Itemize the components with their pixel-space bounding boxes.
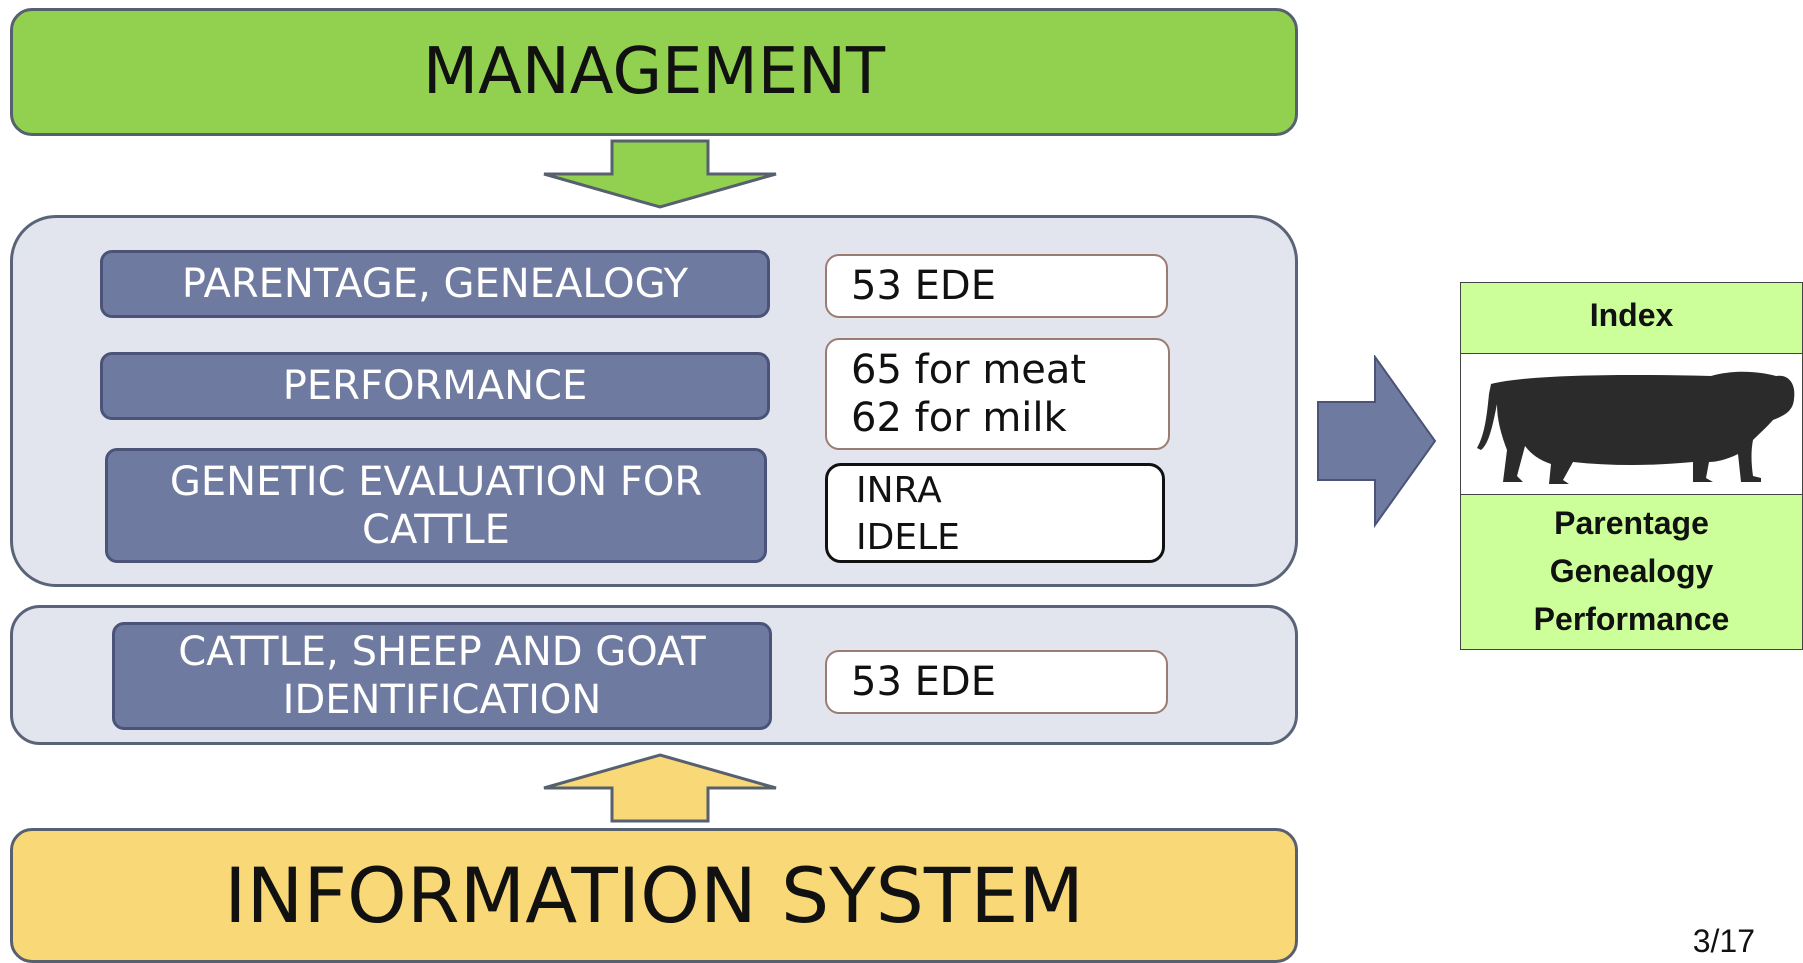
cattle-icon — [1477, 371, 1795, 484]
management-label: MANAGEMENT — [422, 35, 886, 109]
performance-value-box: 65 for meat 62 for milk — [825, 338, 1170, 450]
identification-label-line1: CATTLE, SHEEP AND GOAT — [178, 629, 706, 675]
performance-box: PERFORMANCE — [100, 352, 770, 420]
index-criteria-parentage: Parentage — [1554, 505, 1709, 541]
performance-label: PERFORMANCE — [282, 363, 588, 409]
genetic-evaluation-value-inra: INRA — [856, 470, 942, 511]
parentage-value-box: 53 EDE — [825, 254, 1168, 318]
identification-box: CATTLE, SHEEP AND GOAT IDENTIFICATION — [112, 622, 772, 730]
identification-value-box: 53 EDE — [825, 650, 1168, 714]
genetic-evaluation-value-idele: IDELE — [856, 516, 960, 558]
information-system-label: INFORMATION SYSTEM — [224, 851, 1084, 940]
identification-value: 53 EDE — [851, 659, 996, 705]
index-card-title: Index — [1460, 282, 1803, 354]
up-arrow-icon — [543, 753, 777, 823]
identification-label-line2: IDENTIFICATION — [282, 677, 602, 723]
index-card-image — [1460, 354, 1803, 494]
performance-value-meat: 65 for meat — [851, 347, 1087, 393]
right-arrow-icon — [1317, 355, 1437, 529]
index-card: Index Parentage Genealogy Performance — [1460, 282, 1803, 652]
parentage-genealogy-box: PARENTAGE, GENEALOGY — [100, 250, 770, 318]
genetic-evaluation-label-line1: GENETIC EVALUATION FOR — [169, 458, 703, 505]
index-criteria-genealogy: Genealogy — [1549, 553, 1714, 589]
management-box: MANAGEMENT — [10, 8, 1298, 136]
parentage-value: 53 EDE — [851, 263, 996, 309]
performance-value-milk: 62 for milk — [851, 395, 1067, 441]
parentage-genealogy-label: PARENTAGE, GENEALOGY — [181, 261, 689, 307]
index-card-criteria: Parentage Genealogy Performance — [1460, 494, 1803, 650]
index-criteria-performance: Performance — [1533, 601, 1730, 637]
genetic-evaluation-value-box: INRA IDELE — [825, 463, 1165, 563]
genetic-evaluation-box: GENETIC EVALUATION FOR CATTLE — [105, 448, 767, 563]
information-system-box: INFORMATION SYSTEM — [10, 828, 1298, 963]
page-number: 3/17 — [1692, 923, 1755, 959]
down-arrow-icon — [543, 139, 777, 209]
index-title-text: Index — [1589, 297, 1674, 333]
genetic-evaluation-label-line2: CATTLE — [362, 506, 510, 553]
